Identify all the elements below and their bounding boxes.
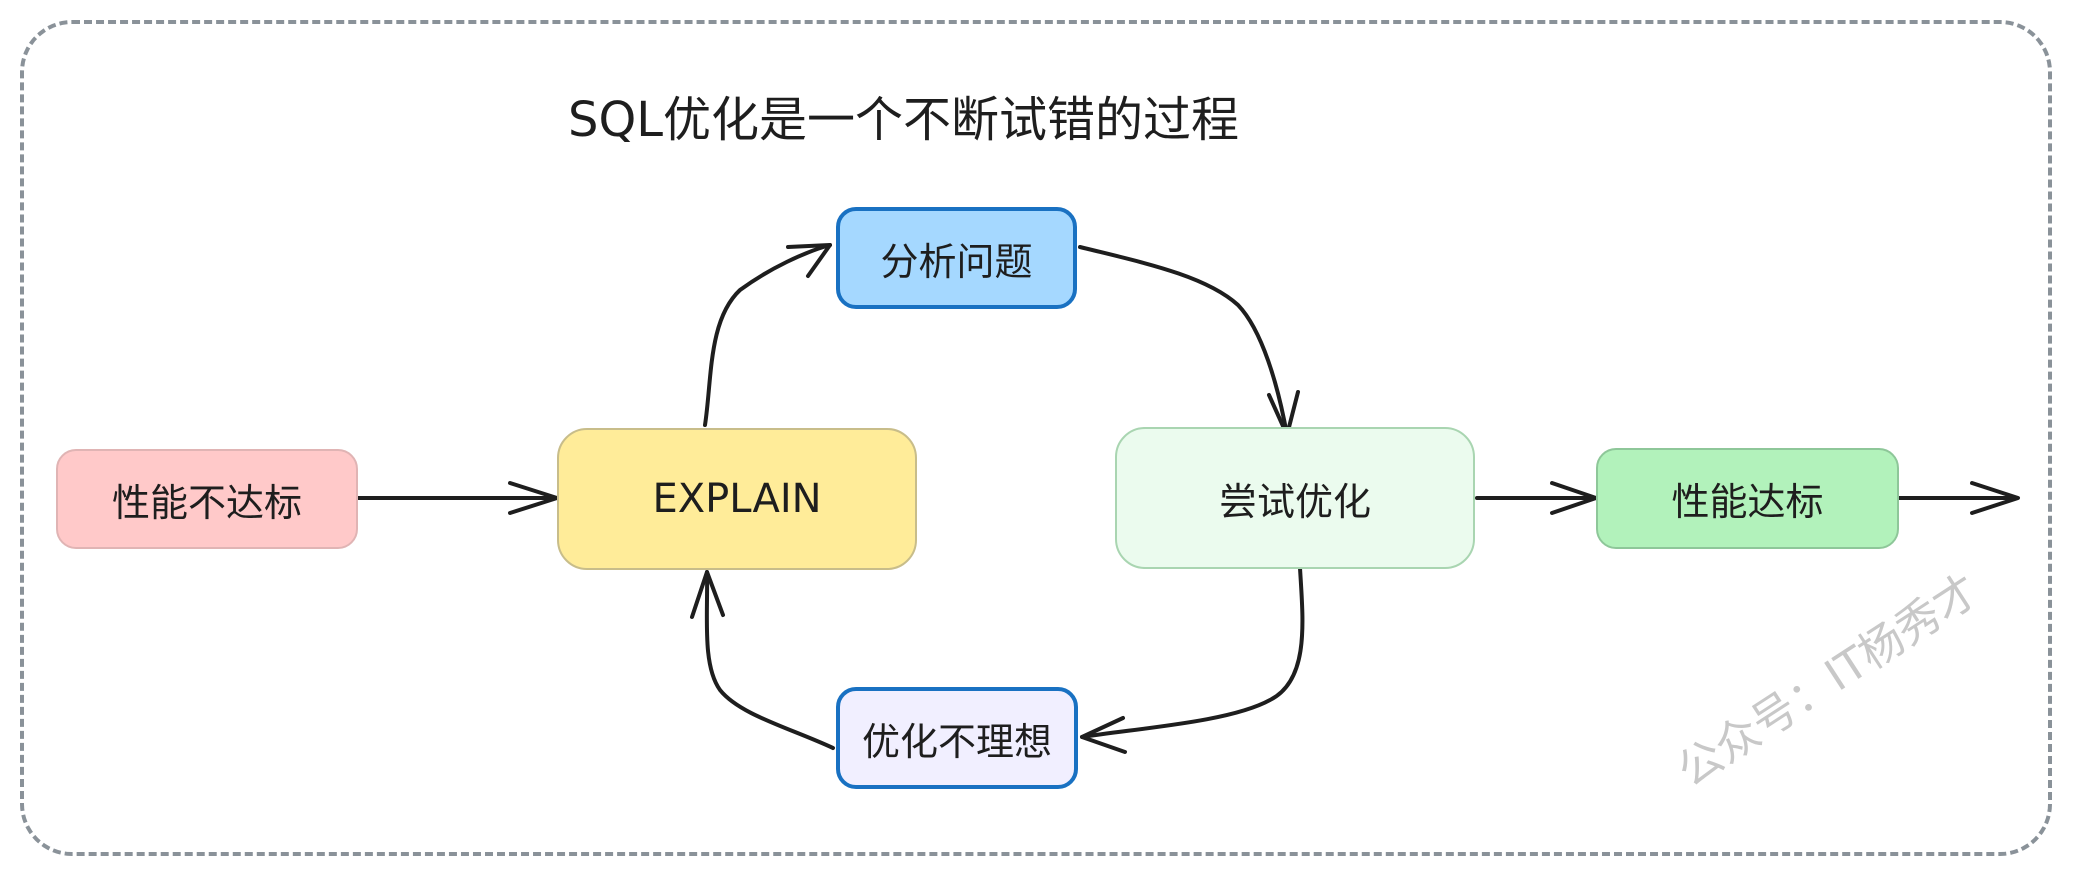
arrow-unsatisfactory-to-explain xyxy=(690,570,835,750)
node-analyze-problem: 分析问题 xyxy=(836,207,1077,309)
arrow-try-to-met xyxy=(1475,481,1598,515)
node-optimization-unsatisfactory-label: 优化不理想 xyxy=(861,719,1052,764)
node-explain: EXPLAIN xyxy=(557,428,917,570)
node-optimization-unsatisfactory: 优化不理想 xyxy=(836,687,1078,789)
arrow-try-to-unsatisfactory xyxy=(1080,566,1305,754)
node-performance-met-label: 性能达标 xyxy=(1671,480,1824,524)
arrow-not-met-to-explain xyxy=(356,481,559,515)
node-analyze-problem-label: 分析问题 xyxy=(880,239,1033,284)
node-try-optimize: 尝试优化 xyxy=(1115,427,1475,569)
node-performance-met: 性能达标 xyxy=(1596,448,1899,549)
arrow-met-exit xyxy=(1897,481,2020,515)
dashed-frame xyxy=(20,20,2052,856)
diagram-title: SQL优化是一个不断试错的过程 xyxy=(568,92,1239,148)
arrow-explain-to-analyze xyxy=(703,243,832,427)
node-try-optimize-label: 尝试优化 xyxy=(1218,479,1371,524)
arrow-analyze-to-try xyxy=(1078,245,1300,437)
node-performance-not-met: 性能不达标 xyxy=(56,449,358,549)
node-explain-label: EXPLAIN xyxy=(652,476,822,522)
node-performance-not-met-label: 性能不达标 xyxy=(111,480,302,525)
